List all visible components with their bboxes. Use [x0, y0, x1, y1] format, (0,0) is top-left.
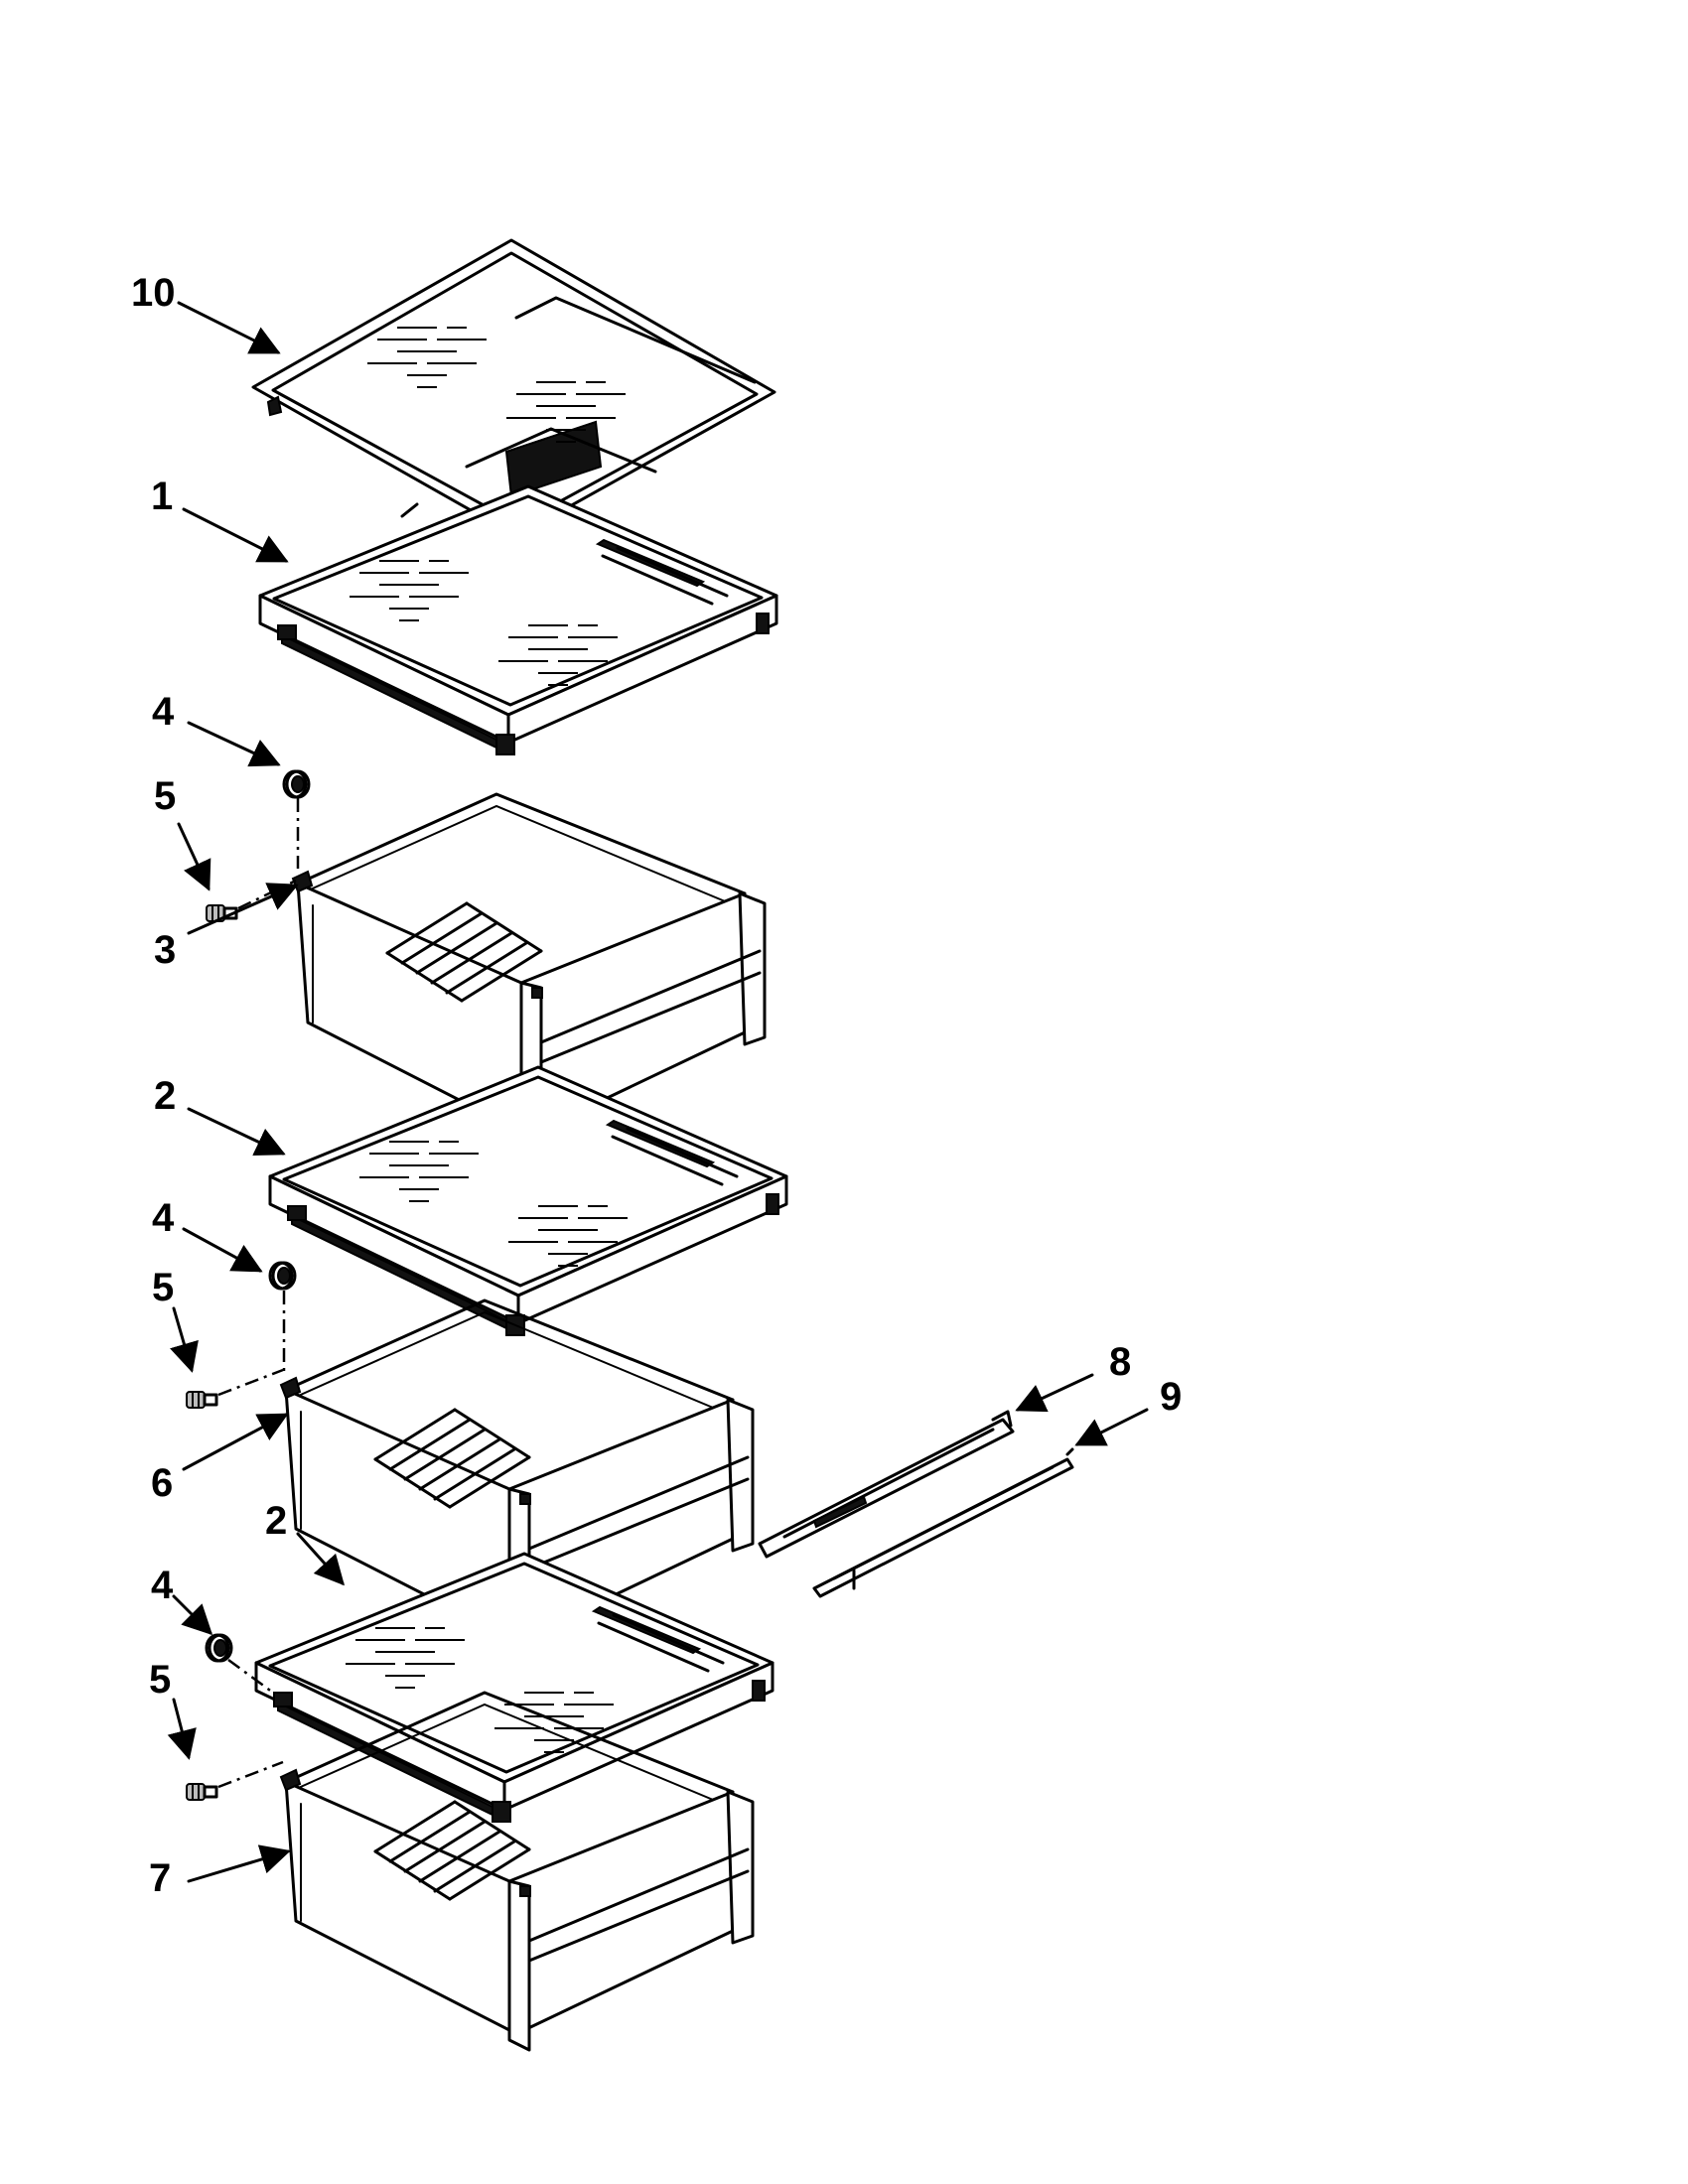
callout-5-upper: 5	[154, 774, 176, 818]
part-5-pin-upper	[205, 879, 297, 923]
part-1-shelf	[260, 486, 776, 754]
callout-arrows	[167, 301, 1149, 1883]
part-8-slide-rail	[758, 1410, 1015, 1559]
part-2-shelf-lower	[256, 1554, 773, 1822]
part-2-shelf-middle	[270, 1067, 786, 1335]
callout-5-middle: 5	[152, 1266, 174, 1309]
part-5-pin-middle	[185, 1368, 284, 1410]
callout-5-lower: 5	[149, 1658, 171, 1702]
callout-9: 9	[1160, 1375, 1182, 1419]
part-10-top-shelf	[251, 238, 776, 538]
callout-7: 7	[149, 1856, 171, 1900]
callout-2-upper: 2	[154, 1074, 176, 1118]
callout-10: 10	[131, 271, 176, 315]
part-4-roller-upper	[282, 769, 311, 869]
callout-1: 1	[151, 475, 173, 518]
callout-8: 8	[1109, 1340, 1131, 1384]
part-5-pin-lower	[185, 1760, 284, 1802]
part-9-slide-rail	[812, 1447, 1074, 1598]
part-4-roller-lower	[205, 1633, 274, 1695]
part-4-roller-middle	[268, 1261, 297, 1375]
callout-4-lower: 4	[151, 1564, 174, 1607]
callout-3: 3	[154, 928, 176, 972]
callout-2-lower: 2	[265, 1499, 287, 1543]
callout-6: 6	[151, 1461, 173, 1505]
callout-4-middle: 4	[152, 1196, 175, 1240]
callout-4-upper: 4	[152, 690, 175, 734]
